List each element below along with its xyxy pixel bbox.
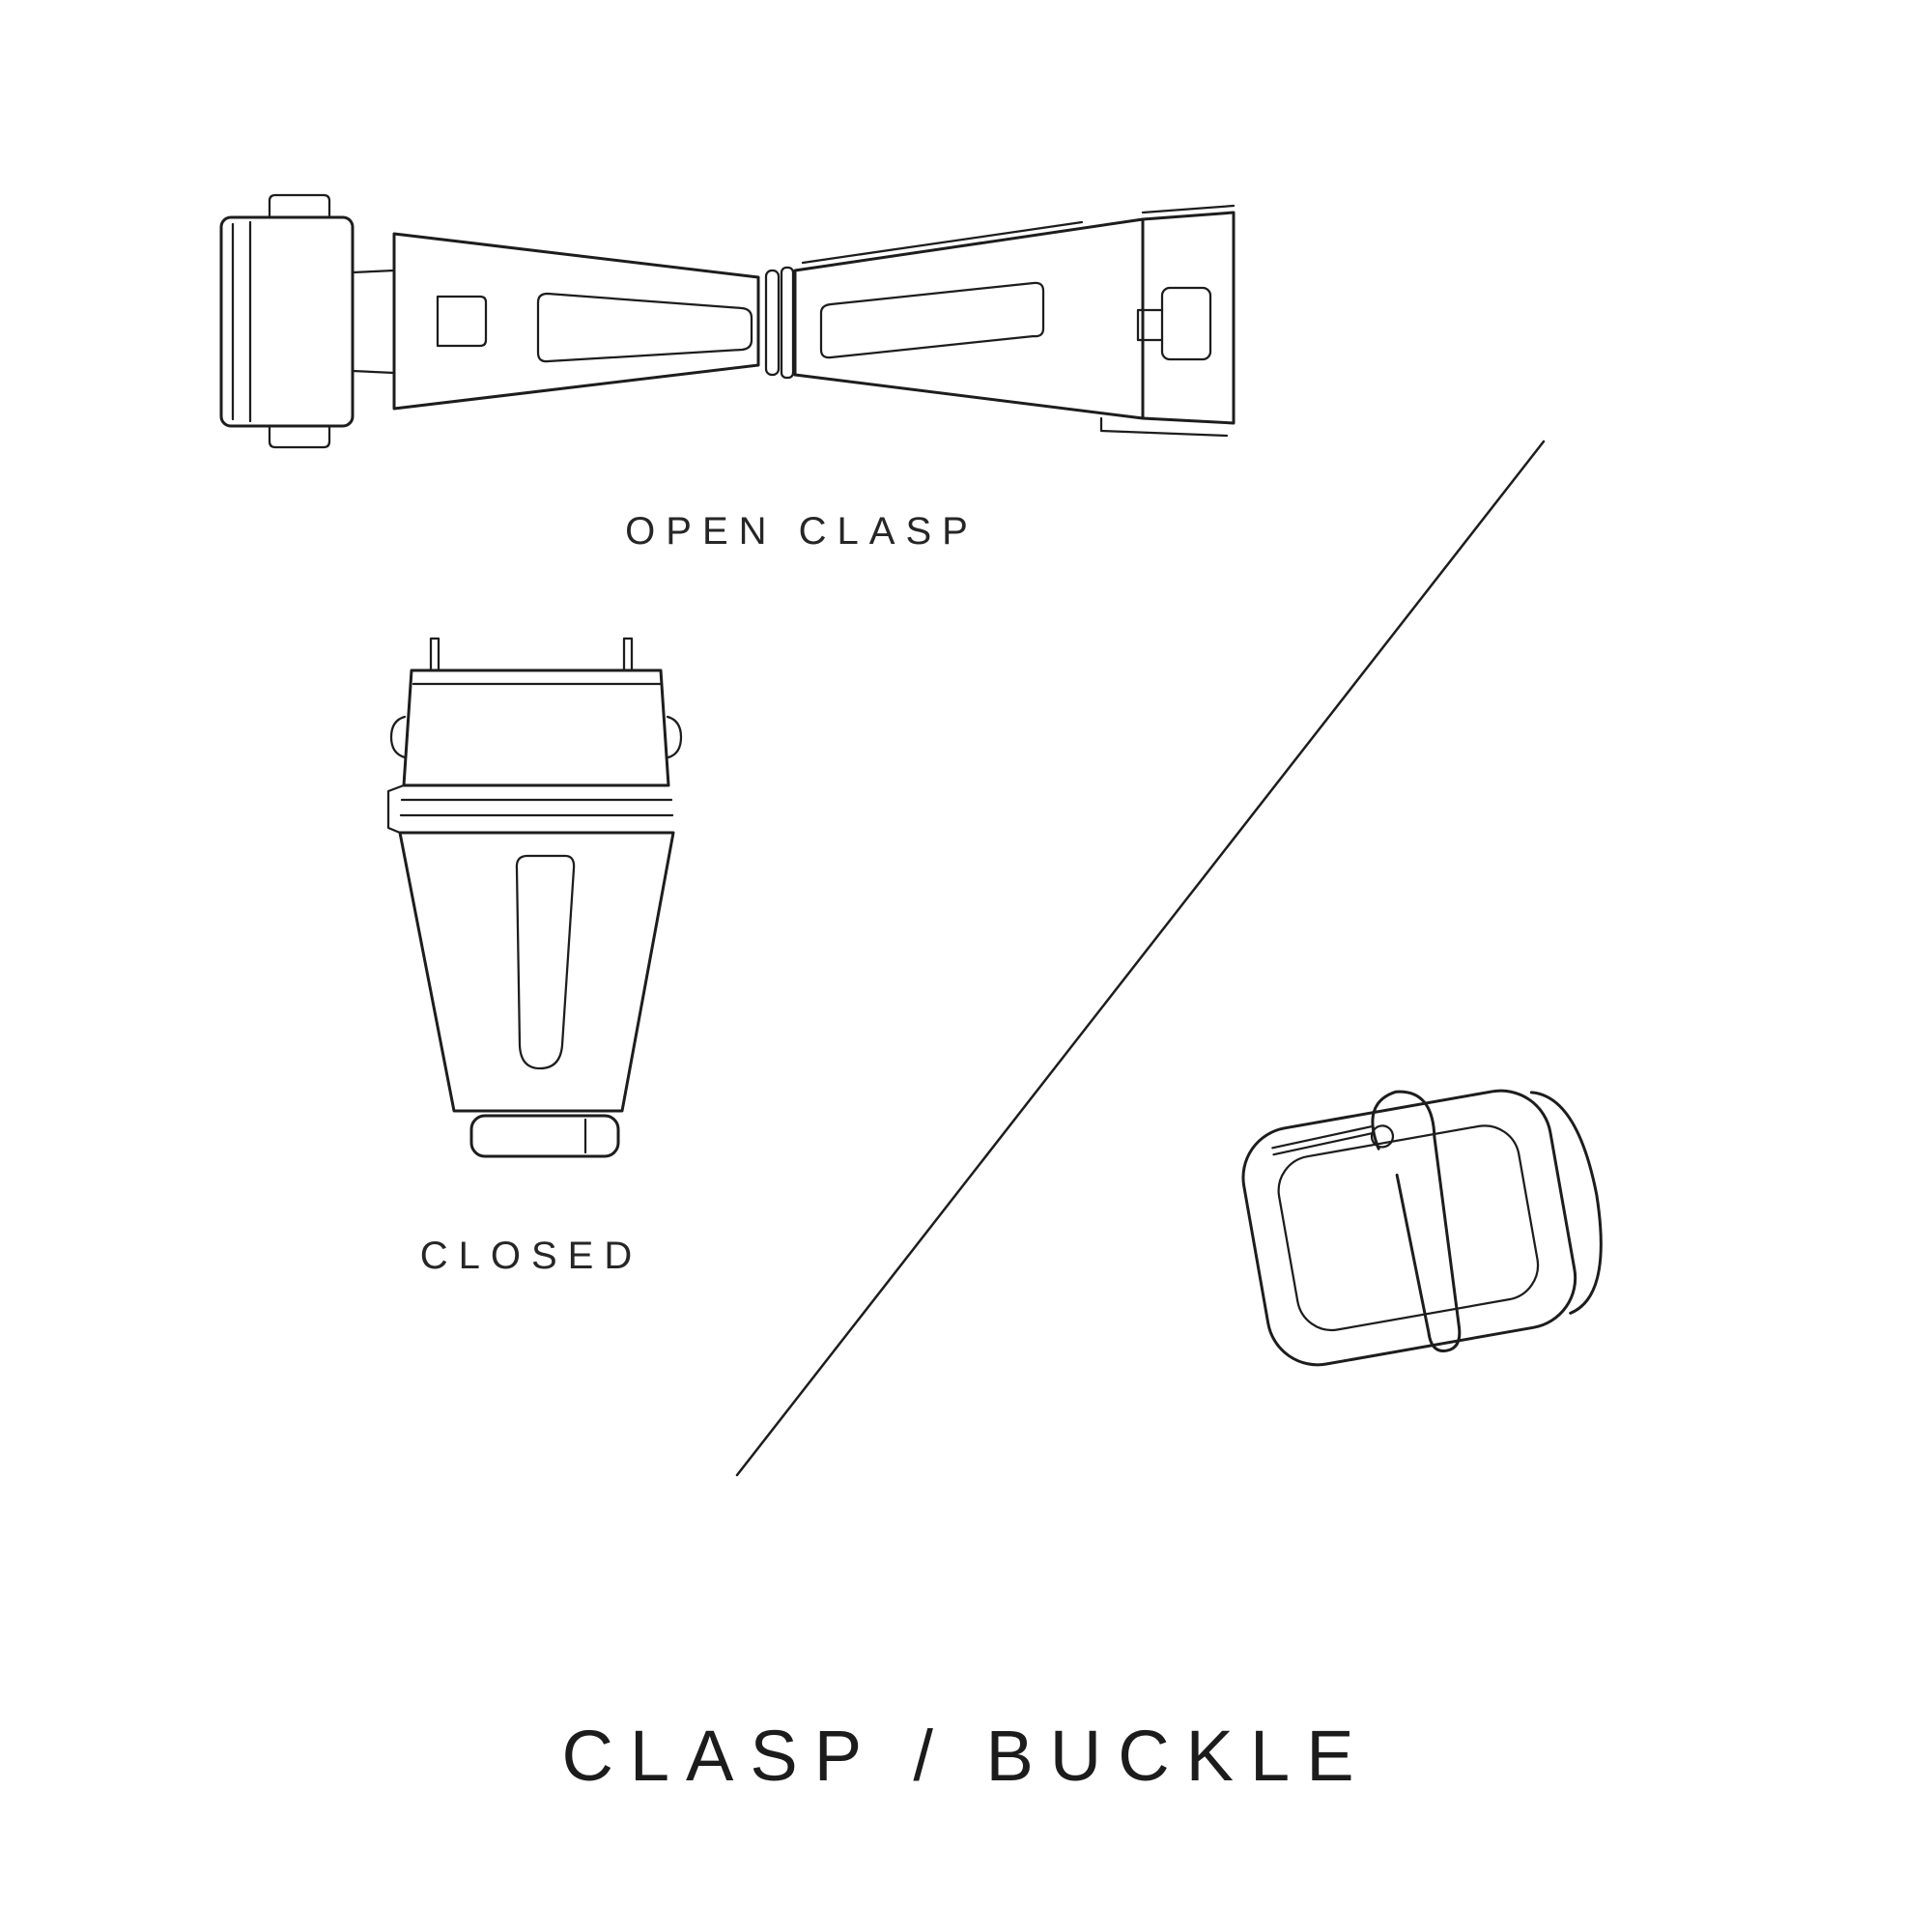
diagonal-divider — [732, 437, 1548, 1480]
pin-buckle-illustration — [1241, 1089, 1603, 1367]
page-title: CLASP / BUCKLE — [561, 1716, 1371, 1796]
closed-clasp-illustration — [386, 637, 683, 1158]
closed-clasp-figure — [375, 636, 703, 1196]
pin-buckle-figure — [1209, 1045, 1644, 1432]
open-clasp-figure — [208, 174, 1294, 493]
diagonal-divider-line — [735, 440, 1546, 1477]
open-clasp-label: OPEN CLASP — [625, 510, 979, 553]
closed-clasp-label: CLOSED — [419, 1235, 643, 1277]
open-clasp-illustration — [219, 193, 1236, 449]
